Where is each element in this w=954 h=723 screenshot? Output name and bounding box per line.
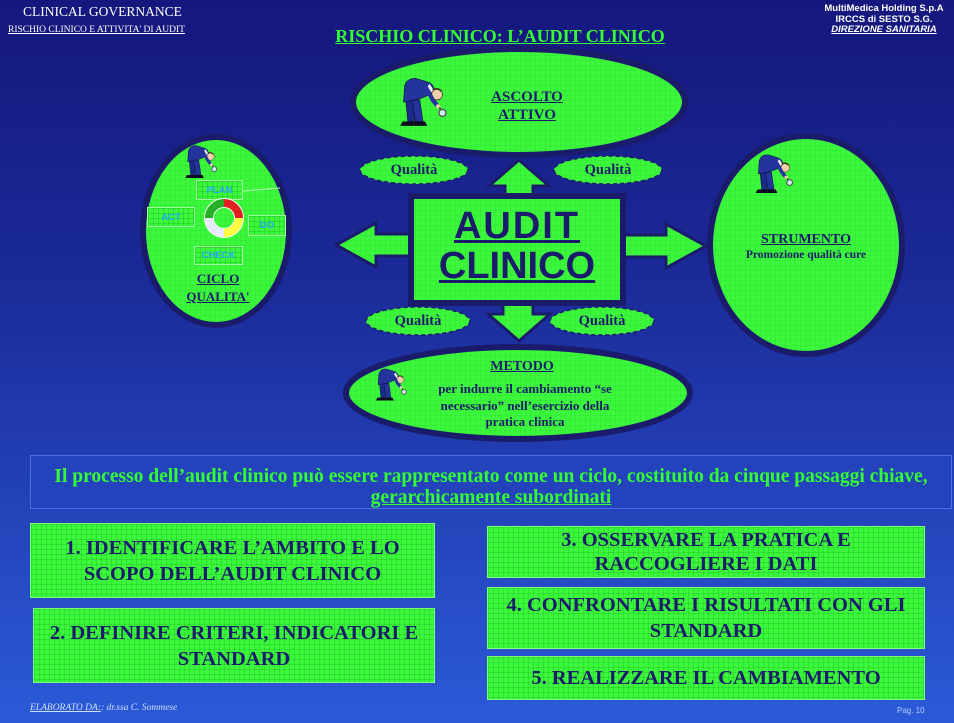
right-circle-subtitle: Promozione qualità cure <box>745 249 867 261</box>
slide-title: RISCHIO CLINICO: L’AUDIT CLINICO <box>335 26 665 46</box>
bottom-ellipse-line: necessario” nell’esercizio della <box>440 397 610 413</box>
department-name: DIREZIONE SANITARIA <box>831 24 937 35</box>
quality-label: Qualità <box>394 313 442 329</box>
step-box: 2. DEFINIRE CRITERI, INDICATORI E STANDA… <box>33 608 435 683</box>
banner-line: Il processo dell’audit clinico può esser… <box>54 466 928 487</box>
quality-label: Qualità <box>390 162 438 178</box>
center-label: AUDIT CLINICO <box>411 206 623 286</box>
step-line: RACCOGLIERE I DATI <box>594 553 818 575</box>
down-arrow-icon <box>483 301 555 343</box>
quality-label: Qualità <box>578 313 626 329</box>
bottom-ellipse-line: per indurre il cambiamento “se <box>438 381 612 396</box>
up-arrow-icon <box>484 158 554 198</box>
pdca-do-box: DO <box>248 215 286 236</box>
pointer-line <box>242 187 281 192</box>
pdca-plan-box: PLAN <box>196 180 243 200</box>
step-line: 1. IDENTIFICARE L’AMBITO E LO <box>65 536 400 559</box>
step-line: STANDARD <box>649 620 763 642</box>
left-circle-line: CICLO <box>196 271 240 286</box>
left-arrow-icon <box>332 220 413 270</box>
pdca-check-box: CHECK <box>194 246 243 265</box>
right-circle-title: STRUMENTO <box>761 232 851 247</box>
quality-label: Qualità <box>584 162 632 178</box>
step-box: 4. CONFRONTARE I RISULTATI CON GLI STAND… <box>487 587 925 649</box>
step-line: 2. DEFINIRE CRITERI, INDICATORI E <box>49 621 419 644</box>
bottom-ellipse-line: pratica clinica <box>485 414 565 429</box>
right-arrow-icon <box>621 221 710 271</box>
institute-name: IRCCS di SESTO S.G. <box>835 13 933 25</box>
center-label-line: CLINICO <box>438 245 596 287</box>
author-label: ELABORATO DA: <box>30 703 101 713</box>
center-box <box>408 193 626 306</box>
center-label-line: AUDIT <box>453 205 581 247</box>
step-line: 3. OSSERVARE LA PRATICA E <box>561 529 851 551</box>
pdca-cycle-icon <box>204 198 244 238</box>
step-box: 5. REALIZZARE IL CAMBIAMENTO <box>487 656 925 700</box>
bottom-ellipse <box>343 344 693 442</box>
step-line: 4. CONFRONTARE I RISULTATI CON GLI <box>506 594 906 616</box>
footer-author: ELABORATO DA:: dr.ssa C. Sommese <box>30 702 177 714</box>
header-subtitle: RISCHIO CLINICO E ATTIVITA' DI AUDIT <box>8 25 185 35</box>
step-box: 1. IDENTIFICARE L’AMBITO E LO SCOPO DELL… <box>30 523 435 598</box>
left-circle-line: QUALITA' <box>186 289 250 304</box>
page-number: Pag. 10 <box>897 706 925 715</box>
bottom-ellipse-title: METODO <box>490 359 554 374</box>
top-ellipse <box>350 46 688 158</box>
quality-ellipse <box>365 306 471 336</box>
organization-block: MultiMedica Holding S.p.A IRCCS di SESTO… <box>814 3 954 36</box>
quality-ellipse <box>359 155 469 185</box>
organization-name: MultiMedica Holding S.p.A <box>824 3 944 14</box>
banner-line: gerarchicamente subordinati <box>370 487 612 508</box>
step-line: 5. REALIZZARE IL CAMBIAMENTO <box>531 667 881 689</box>
top-ellipse-line: ASCOLTO <box>491 89 563 105</box>
quality-ellipse <box>549 306 655 336</box>
step-box: 3. OSSERVARE LA PRATICA E RACCOGLIERE I … <box>487 526 925 578</box>
left-circle-label: CICLO QUALITA' <box>166 270 270 306</box>
top-ellipse-line: ATTIVO <box>498 107 556 123</box>
header-title: CLINICAL GOVERNANCE <box>23 4 182 19</box>
bottom-ellipse-text: per indurre il cambiamento “se necessari… <box>405 381 645 431</box>
quality-ellipse <box>553 155 663 185</box>
step-line: STANDARD <box>177 647 291 670</box>
process-banner: Il processo dell’audit clinico può esser… <box>30 455 952 509</box>
author-name: : dr.ssa C. Sommese <box>100 703 178 713</box>
top-ellipse-label: ASCOLTO ATTIVO <box>460 88 594 124</box>
pdca-act-box: ACT <box>147 207 195 227</box>
step-line: SCOPO DELL’AUDIT CLINICO <box>83 562 382 585</box>
